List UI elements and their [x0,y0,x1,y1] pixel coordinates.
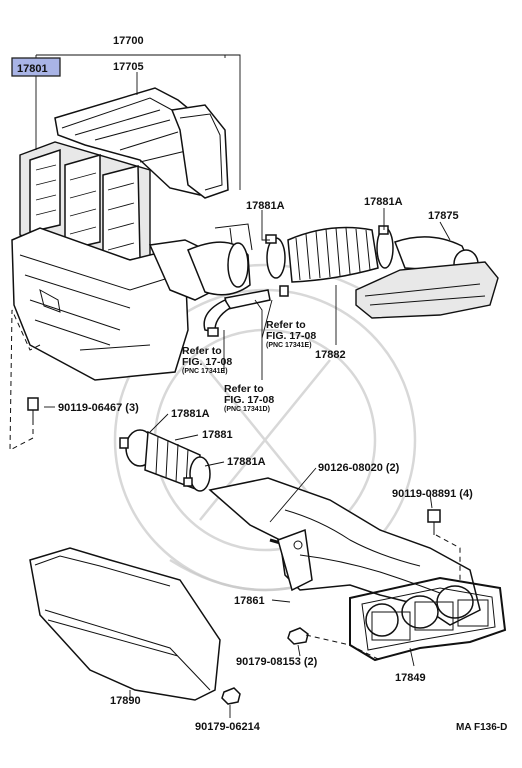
label-90179-08153[interactable]: 90179-08153 (2) [236,656,318,668]
label-17881a-mid[interactable]: 17881A [171,408,210,420]
intake-manifold-17861[interactable] [208,477,481,637]
footer-diagram-code: MA F136-D [456,722,507,733]
ref1-fig[interactable]: FIG. 17-08 [266,330,316,342]
ref3-pnc: (PNC 17341D) [224,406,270,413]
cover-17890[interactable] [29,547,221,701]
clamp-17881a-upper-right[interactable] [376,225,394,269]
label-17890[interactable]: 17890 [110,695,141,707]
guide-line-bolt [9,309,41,451]
nut-90179-06214[interactable] [221,687,241,705]
label-90179-06214[interactable]: 90179-06214 [195,721,261,733]
bolt-90119-06467[interactable] [27,397,39,420]
label-17801[interactable]: 17801 [17,63,48,75]
air-hose-17882[interactable] [287,226,379,283]
clamp-17881a-upper-left[interactable] [265,234,286,279]
label-17705[interactable]: 17705 [113,61,144,73]
ref3-refer: Refer to [224,383,264,395]
resonator-17875[interactable] [355,236,499,319]
ref1-refer: Refer to [266,319,306,331]
ref2-fig[interactable]: FIG. 17-08 [182,356,232,368]
guide-line-nut [305,634,381,661]
ref2-pnc: (PNC 17341E) [182,368,228,375]
clamp-17881a-low[interactable] [183,456,211,492]
label-90119-08891[interactable]: 90119-08891 (4) [392,488,473,500]
label-17700[interactable]: 17700 [113,35,144,47]
label-17875[interactable]: 17875 [428,210,459,222]
ref2-refer: Refer to [182,345,222,357]
small-hose-17341e[interactable] [203,285,289,337]
air-cleaner-case-17700[interactable] [11,223,253,381]
ref1-pnc: (PNC 17341E) [266,342,312,349]
label-17882[interactable]: 17882 [315,349,346,361]
air-cleaner-lid-17705[interactable] [54,87,229,199]
label-90119-06467[interactable]: 90119-06467 (3) [58,402,139,414]
label-17881a-low[interactable]: 17881A [227,456,266,468]
label-90126-08020[interactable]: 90126-08020 (2) [318,462,400,474]
label-17861[interactable]: 17861 [234,595,265,607]
bolt-90119-08891[interactable] [427,509,441,535]
highlight-box-17801 [11,57,61,77]
nut-90179-08153[interactable] [287,627,309,645]
ref3-fig[interactable]: FIG. 17-08 [224,394,274,406]
label-17849[interactable]: 17849 [395,672,426,684]
gasket-17849[interactable] [349,576,507,662]
guide-line-manifold-bolt [435,534,461,582]
label-17881a-upper-right[interactable]: 17881A [364,196,403,208]
label-17881[interactable]: 17881 [202,429,233,441]
label-17881a-upper-left[interactable]: 17881A [246,200,285,212]
